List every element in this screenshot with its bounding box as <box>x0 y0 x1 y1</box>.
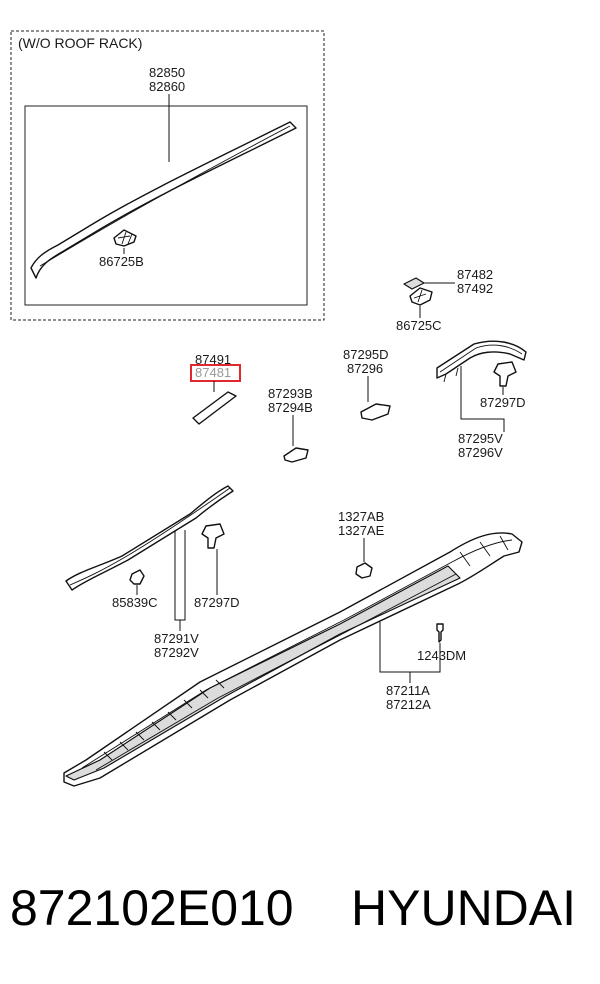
footer-part-number: 872102E010 <box>10 880 294 936</box>
highlight-box <box>190 364 241 382</box>
callout-label: 1327AE <box>338 523 385 538</box>
footer-brand: HYUNDAI <box>351 880 577 936</box>
callout-87293b: 87293B 87294B <box>268 386 313 446</box>
highlighted-part-number: 87481 <box>195 365 231 380</box>
callout-87491: 87491 87481 <box>190 352 241 392</box>
callout-label: 87297D <box>480 395 526 410</box>
callout-label: 87296 <box>347 361 383 376</box>
callout-87297d-rear: 87297D <box>480 387 526 410</box>
callout-label: 87297D <box>194 595 240 610</box>
callout-label: 82850 <box>149 65 185 80</box>
callout-label: 87492 <box>457 281 493 296</box>
front-cover-87291v-part <box>65 485 234 591</box>
callout-86725b: 86725B <box>99 248 144 269</box>
clip-85839c <box>129 569 145 585</box>
callout-87291v: 87291V 87292V <box>154 530 199 660</box>
inset-detail-box <box>24 105 308 306</box>
callout-label: 1327AB <box>338 509 384 524</box>
trim-87491-part <box>192 391 237 425</box>
callout-label: 86725C <box>396 318 442 333</box>
callout-label: 85839C <box>112 595 158 610</box>
roof-moulding-part <box>30 121 297 279</box>
callout-82850: 82850 82860 <box>149 65 185 162</box>
callout-87295d: 87295D 87296 <box>343 347 389 402</box>
callout-label: 1243DM <box>417 648 466 663</box>
inset-frame <box>10 30 325 321</box>
clip-87482-part <box>403 277 433 306</box>
callout-1327ab: 1327AB 1327AE <box>338 509 385 562</box>
clip-87297d-rear <box>493 361 517 387</box>
callout-label: 82860 <box>149 79 185 94</box>
callout-label: 87292V <box>154 645 199 660</box>
callout-label: 87491 <box>195 352 231 367</box>
nut-1327ab <box>355 562 373 579</box>
callout-label: 87211A <box>386 683 430 698</box>
callout-label: 87293B <box>268 386 313 401</box>
callout-87297d-front: 87297D <box>194 549 240 610</box>
cap-87293b-part <box>283 447 309 463</box>
callout-label: 87295V <box>458 431 503 446</box>
inset-caption: (W/O ROOF RACK) <box>18 35 142 51</box>
screw-1243dm <box>436 623 444 643</box>
callout-label: 87212A <box>386 697 431 712</box>
end-cover-87295v-part <box>436 340 527 383</box>
clip-87297d-front <box>201 523 225 549</box>
callout-86725c: 86725C <box>396 306 442 333</box>
callout-87482: 87482 87492 <box>424 267 493 296</box>
callout-label: 87295D <box>343 347 389 362</box>
cap-87295d-part <box>360 403 391 421</box>
callout-label: 87482 <box>457 267 493 282</box>
callout-85839c: 85839C <box>112 585 158 610</box>
callout-label: 87294B <box>268 400 313 415</box>
callout-87295v: 87295V 87296V <box>458 366 505 460</box>
callout-87211a: 87211A 87212A <box>379 622 441 712</box>
callout-1243dm: 1243DM <box>417 643 466 663</box>
callout-label: 87291V <box>154 631 199 646</box>
moulding-clip-86725b <box>113 229 137 247</box>
roof-side-moulding-87211a <box>63 532 523 787</box>
callout-label: 86725B <box>99 254 144 269</box>
callout-label: 87296V <box>458 445 503 460</box>
